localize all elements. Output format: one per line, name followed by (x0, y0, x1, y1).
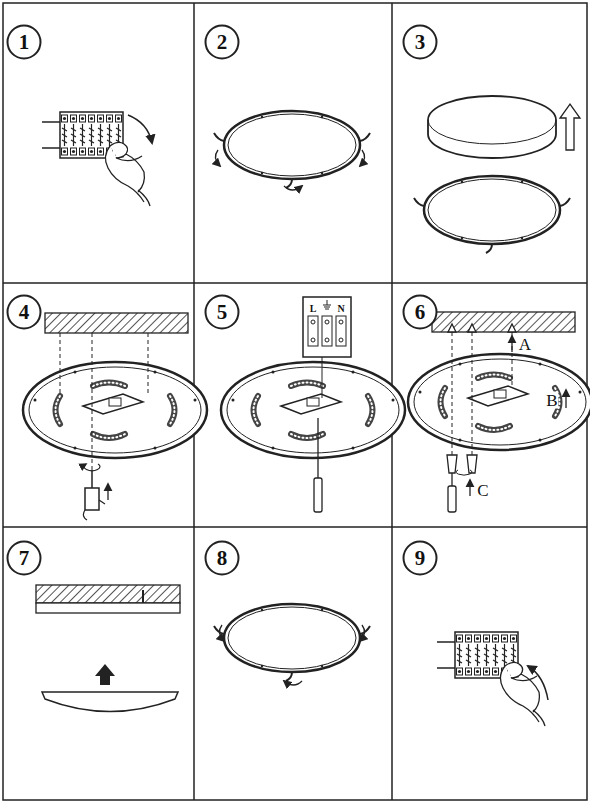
diffuser-fitting (36, 585, 180, 712)
cover-ring (214, 111, 370, 190)
step-letter: A (518, 336, 532, 353)
step-number-text: 8 (204, 540, 240, 576)
terminal-block (42, 112, 152, 206)
step-number-text: 9 (402, 540, 438, 576)
step-number: 3 (402, 24, 438, 60)
step-number: 1 (6, 24, 42, 60)
step-number: 8 (204, 540, 240, 576)
step-number: 6 (402, 294, 438, 330)
step-number: 7 (6, 540, 42, 576)
terminal-label: L (309, 304, 318, 314)
drill-mounting (23, 313, 207, 520)
step-number-text: 5 (204, 294, 240, 330)
step-number: 4 (6, 294, 42, 330)
step-number-text: 7 (6, 540, 42, 576)
step-number-text: 1 (6, 24, 42, 60)
wiring (221, 297, 405, 512)
step-letter: C (476, 482, 489, 499)
step-number: 2 (204, 24, 240, 60)
step-letter: B (545, 392, 558, 409)
step-number: 5 (204, 294, 240, 330)
step-number-text: 2 (204, 24, 240, 60)
base-fixing (408, 312, 590, 512)
step-number-text: 4 (6, 294, 42, 330)
terminal-label: N (336, 304, 345, 314)
ring-refit (214, 604, 370, 685)
step-number-text: 6 (402, 294, 438, 330)
step-number: 9 (402, 540, 438, 576)
diffuser-removal (414, 96, 580, 253)
step-number-text: 3 (402, 24, 438, 60)
terminal-block (437, 632, 548, 726)
